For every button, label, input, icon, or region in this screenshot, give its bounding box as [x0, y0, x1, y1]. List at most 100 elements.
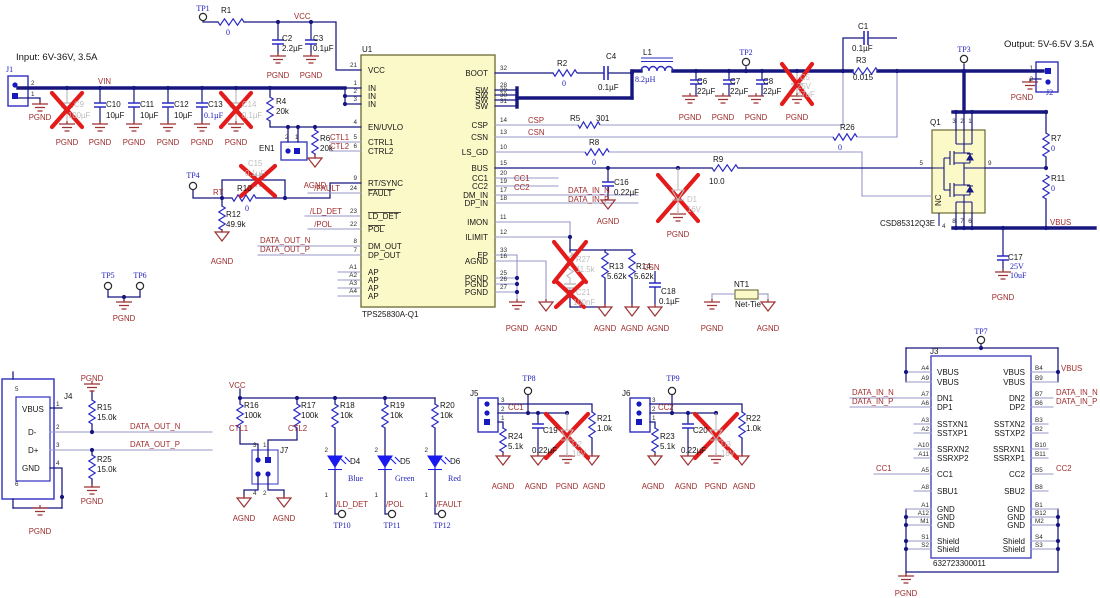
u1-pin-cc1: CC1 — [472, 174, 489, 183]
c16-val: 0.22µF — [614, 188, 639, 197]
junction-dot — [295, 124, 301, 130]
r3-resistor-icon — [851, 66, 879, 76]
j3-pr-vbus2: VBUS — [1003, 378, 1025, 387]
pgnd-ground-icon — [32, 101, 48, 112]
l1-inductor-icon — [640, 65, 674, 72]
u1-n5: 5 — [353, 134, 357, 141]
r20-resistor-icon — [430, 403, 440, 429]
u1-n26: 26 — [500, 276, 508, 283]
c8-val: 22µF — [763, 87, 782, 96]
c17-capacitor-icon — [997, 255, 1009, 261]
r17-val: 100k — [301, 411, 319, 420]
junction-dot — [267, 85, 273, 91]
u1-pin-ap2: AP — [368, 276, 379, 285]
net-ctl1-led: CTL1 — [229, 424, 248, 433]
c5-val1: 25V — [797, 82, 812, 91]
junction-dot — [525, 410, 531, 416]
en1-ref: EN1 — [259, 144, 275, 153]
r16-val: 100k — [244, 411, 262, 420]
junction-dot — [726, 68, 732, 74]
wire — [267, 427, 298, 458]
wire — [49, 467, 63, 509]
j3-nb8: B8 — [1035, 484, 1043, 491]
wire — [384, 469, 389, 515]
led-n1b: 1 — [374, 492, 378, 499]
d2-val: 18V — [572, 449, 587, 458]
r25-ref: R25 — [97, 455, 112, 464]
j6-n2: 2 — [652, 406, 656, 413]
gnd-j6d: AGND — [733, 482, 756, 491]
net-ctl2-u1: CTL2 — [330, 142, 349, 151]
c20-capacitor-icon — [682, 423, 694, 429]
junction-dot — [743, 68, 749, 74]
dnp-x-mark — [551, 239, 589, 285]
r4-ref: R4 — [276, 97, 287, 106]
junction-dot — [840, 68, 846, 74]
tp12-label: TP12 — [433, 521, 450, 530]
junction-dot — [514, 275, 520, 281]
u1-n14: 14 — [500, 117, 508, 124]
agnd-ground-icon — [679, 453, 697, 466]
r17-resistor-icon — [292, 403, 302, 429]
u1-n19: 19 — [500, 178, 508, 185]
r17-ref: R17 — [301, 401, 316, 410]
j4-n6: 6 — [15, 481, 19, 488]
wire — [239, 427, 259, 458]
j3-na7: A7 — [921, 391, 929, 398]
dnp-x-mark — [553, 278, 587, 310]
j3-pl-sbu1: SBU1 — [937, 487, 958, 496]
j3-na6: A6 — [921, 400, 929, 407]
wire — [284, 182, 362, 199]
gnd-c7: PGND — [712, 113, 735, 122]
u1-n7: 7 — [353, 247, 357, 254]
c6-val: 22µF — [697, 87, 716, 96]
junction-dot — [275, 19, 281, 25]
u1-n11: 11 — [500, 214, 507, 221]
j7-n4: 4 — [253, 490, 257, 497]
net-cc1-u1: CC1 — [514, 174, 530, 183]
u1-pin-agnd: AGND — [465, 257, 488, 266]
junction-dot — [89, 447, 95, 453]
wire — [243, 476, 259, 499]
j3-pr-gnd1: GND — [1007, 505, 1025, 514]
u1-n12: 12 — [500, 229, 508, 236]
r14-val: 5.62k — [634, 272, 655, 281]
c7-val: 22µF — [730, 87, 749, 96]
j3-nb5: B5 — [1035, 467, 1043, 474]
r11-val: 0 — [1051, 184, 1055, 193]
junction-dot — [1055, 538, 1061, 544]
j3-na12: A12 — [918, 510, 930, 517]
junction-dot — [961, 225, 967, 231]
component-bodies — [1, 54, 1059, 559]
junction-dot — [969, 109, 975, 115]
gnd-c16: AGND — [597, 217, 620, 226]
d3-tvs-icon — [709, 413, 723, 456]
junction-dot — [382, 395, 388, 401]
special-glyphs — [12, 57, 1051, 477]
junction-dot — [629, 70, 635, 76]
net-vbus-q1: VBUS — [1050, 218, 1071, 227]
j3-na1: A1 — [921, 502, 929, 509]
j4-n5: 5 — [15, 386, 19, 393]
c11-ref: C11 — [140, 100, 155, 109]
u1-pin-cc2: CC2 — [472, 182, 489, 191]
r3-ref: R3 — [856, 56, 867, 65]
junction-dot — [894, 68, 900, 74]
junction-dot — [978, 345, 984, 351]
agnd-ground-icon — [596, 304, 614, 317]
wire — [192, 189, 223, 199]
gnd-ep: PGND — [506, 324, 529, 333]
c15-val: 0.1µF — [245, 169, 265, 178]
gnd-j5b: AGND — [525, 482, 548, 491]
junction-dot — [953, 225, 959, 231]
wire — [649, 403, 743, 413]
u1-pin-imon: IMON — [467, 218, 488, 227]
tp3-label: TP3 — [957, 45, 970, 54]
tp4-label: TP4 — [186, 171, 199, 180]
r22-resistor-icon — [737, 411, 747, 439]
r1-resistor-icon — [217, 17, 245, 27]
pgnd-ground-icon — [682, 93, 698, 104]
r15-val: 15.0k — [97, 413, 118, 422]
u1-pin-ap1: AP — [368, 268, 379, 277]
c18-ref: C18 — [661, 287, 676, 296]
